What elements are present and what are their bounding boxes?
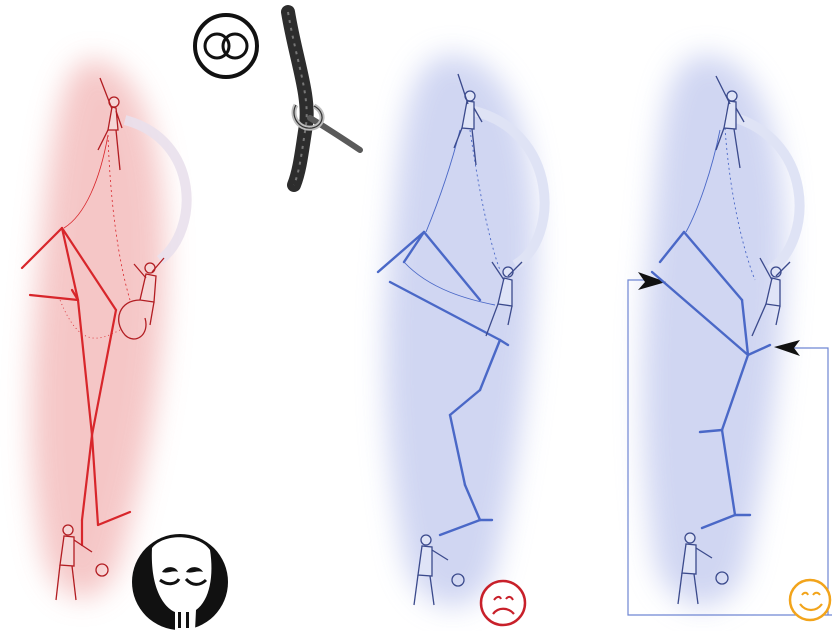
- frown-face-icon: [481, 581, 525, 625]
- interlocked-rings-icon: [195, 15, 257, 77]
- panel-c: [628, 55, 832, 615]
- panel-b: [378, 55, 545, 606]
- panel-a: [22, 60, 187, 600]
- panel-b-glow: [385, 55, 536, 606]
- smile-face-icon: [790, 580, 830, 620]
- rope-knot-icon: [288, 12, 360, 185]
- skull-icon: [132, 534, 228, 631]
